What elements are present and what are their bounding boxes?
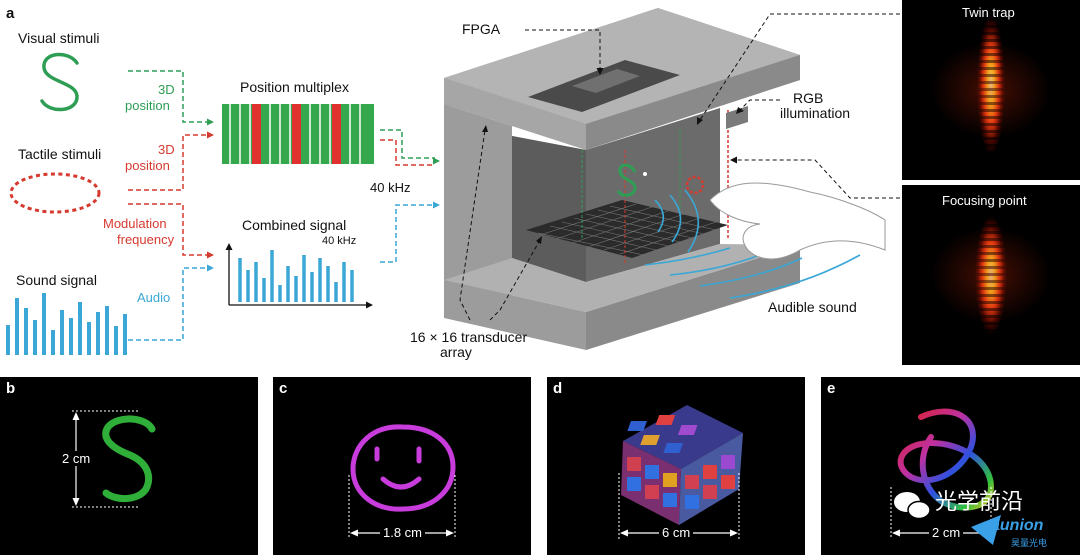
twin-trap-panel: Twin trap (902, 0, 1080, 180)
transducer-label-2: array (440, 344, 472, 360)
panel-a-left-graphics (6, 52, 440, 355)
green-position-label-1: 3D (158, 82, 175, 97)
rgb-label-1: RGB (793, 90, 824, 106)
audible-sound-label: Audible sound (768, 299, 857, 315)
transducer-array (526, 200, 728, 258)
modulation-label-2: frequency (117, 232, 175, 247)
focusing-point-panel: Focusing point (902, 185, 1080, 365)
watermark-brand-sub: 昊量光电 (1011, 538, 1048, 548)
panel-b-letter: b (6, 380, 16, 397)
panel-c: c 1.8 cm (273, 377, 531, 555)
panel-e-letter: e (827, 380, 836, 397)
tactile-stimuli-label: Tactile stimuli (18, 146, 102, 162)
combined-signal-label: Combined signal (242, 217, 347, 233)
transducer-label-1: 16 × 16 transducer (410, 329, 528, 345)
aunion-logo-icon (971, 515, 1001, 545)
green-s-display (102, 415, 156, 502)
panel-a-letter: a (6, 5, 15, 22)
panel-d-scale: 6 cm (659, 525, 694, 540)
fpga-label: FPGA (462, 21, 501, 37)
hand-shape (709, 182, 886, 260)
red-position-label-1: 3D (158, 142, 175, 157)
display-apparatus (444, 8, 900, 350)
green-position-label-2: position (125, 98, 170, 113)
panel-c-letter: c (279, 380, 288, 397)
panel-c-scale: 1.8 cm (380, 525, 426, 540)
modulation-label-1: Modulation (103, 216, 167, 231)
smiley-face (350, 424, 456, 512)
wechat-icon (894, 492, 931, 520)
khz-label: 40 kHz (370, 180, 411, 195)
twin-trap-label: Twin trap (962, 5, 1015, 20)
watermark-text: 光学前沿 (935, 490, 1024, 515)
panel-b: b 2 cm (0, 377, 258, 555)
panel-b-scale: 2 cm (60, 451, 93, 466)
panel-e-scale: 2 cm (929, 525, 964, 540)
sound-signal-label: Sound signal (16, 272, 97, 288)
position-multiplex-label: Position multiplex (240, 79, 349, 95)
rgb-label-2: illumination (780, 105, 851, 121)
trefoil-knot (897, 408, 995, 511)
tactile-ellipse (9, 172, 101, 214)
focusing-point-label: Focusing point (942, 193, 1027, 208)
panel-e: e 2 cm 光学前沿 aunion 昊量光电 (821, 377, 1080, 555)
position-multiplex-bars (222, 104, 374, 164)
rubiks-cube (621, 405, 743, 525)
panel-d-letter: d (553, 380, 563, 397)
combined-signal-plot (225, 243, 373, 309)
red-position-label-2: position (125, 158, 170, 173)
visual-s-shape (40, 52, 79, 112)
watermark-brand: aunion (991, 517, 1044, 534)
combined-signal-khz: 40 kHz (322, 235, 357, 247)
panel-d: d (547, 377, 805, 555)
visual-stimuli-label: Visual stimuli (18, 30, 100, 46)
sound-signal-bars (6, 293, 127, 355)
audio-label: Audio (137, 290, 171, 305)
